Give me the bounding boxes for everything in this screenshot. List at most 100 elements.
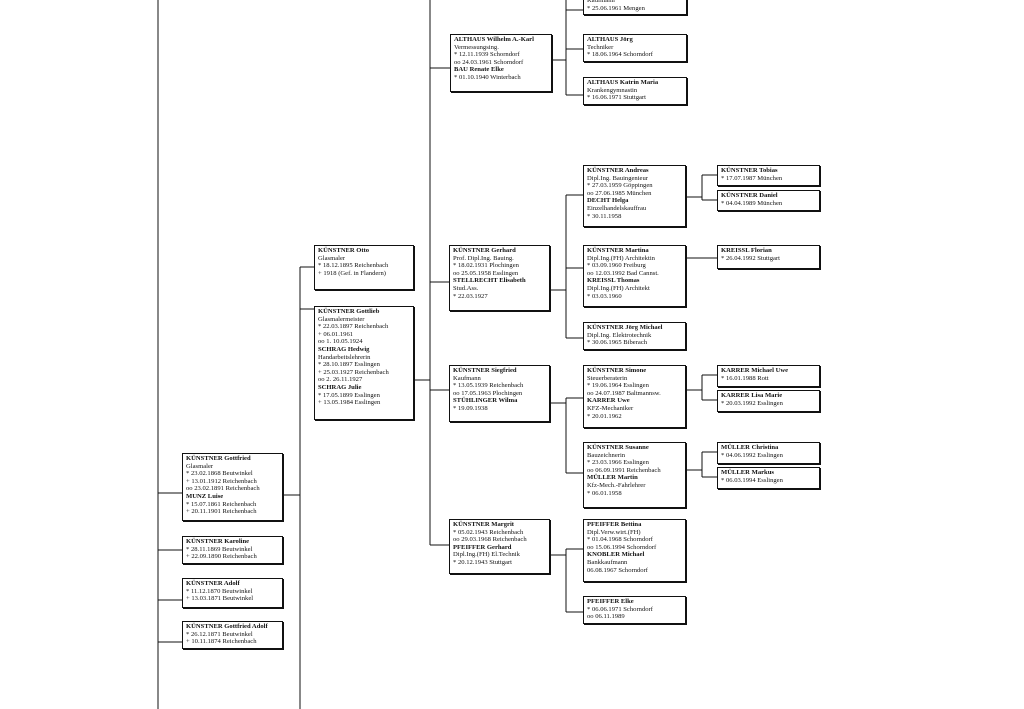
person-detail: Glasmaler	[318, 254, 346, 262]
person-detail: oo 06.09.1991 Reichenbach	[587, 466, 661, 474]
person-box: KÜNSTNER Gottfried Adolf* 26.12.1871 Beu…	[182, 621, 283, 649]
person-detail: + 13.03.1871 Beutwinkel	[186, 595, 254, 603]
person-name: KARRER Michael Uwe	[721, 367, 789, 374]
person-name: BAU Renate Elke	[454, 66, 504, 74]
person-detail: * 18.06.1964 Schorndorf	[587, 51, 653, 59]
person-detail: * 22.03.1927	[453, 292, 488, 300]
person-detail: Dipl.Ing. Elektrotechnik	[587, 331, 652, 339]
person-detail: * 05.02.1943 Reichenbach	[453, 528, 524, 536]
person-name: KREISSL Florian	[721, 247, 772, 254]
person-detail: oo 27.06.1985 München	[587, 189, 652, 197]
person-name: PFEIFFER Bettina	[587, 521, 642, 528]
person-detail: * 03.09.1960 Freiburg	[587, 262, 646, 270]
person-detail: * 19.09.1938	[453, 404, 488, 412]
person-detail: Glasmalermeister	[318, 315, 365, 323]
person-detail: Dipl.Ing.(FH) El.Technik	[453, 551, 520, 559]
person-detail: oo 06.11.1989	[587, 613, 625, 621]
person-name: KÜNSTNER Margrit	[453, 521, 514, 528]
person-detail: * 01.04.1968 Schorndorf	[587, 536, 653, 544]
person-detail: Handarbeitslehrerin	[318, 353, 371, 361]
person-detail: Stud.Ass.	[453, 284, 479, 292]
person-detail: KFZ-Mechaniker	[587, 404, 634, 412]
person-detail: oo 17.05.1963 Plochingen	[453, 389, 523, 397]
person-detail: + 25.03.1927 Reichenbach	[318, 368, 389, 376]
person-name: KÜNSTNER Gottlieb	[318, 308, 380, 315]
person-box: KÜNSTNER Karoline* 28.11.1869 Beutwinkel…	[182, 536, 283, 564]
person-detail: oo 15.06.1994 Schorndorf	[587, 543, 657, 551]
person-detail: * 22.03.1897 Reichenbach	[318, 323, 389, 331]
person-detail: * 16.06.1971 Stuttgart	[587, 94, 646, 102]
person-detail: * 04.06.1992 Esslingen	[721, 451, 783, 459]
person-detail: + 10.11.1874 Reichenbach	[186, 638, 257, 646]
person-detail: Vermessungsing.	[454, 43, 499, 51]
person-detail: * 01.10.1940 Winterbach	[454, 73, 521, 81]
person-detail: * 20.12.1943 Stuttgart	[453, 558, 512, 566]
person-detail: Techniker	[587, 43, 614, 51]
person-detail: Dipl.Verw.wirt.(FH)	[587, 528, 641, 536]
person-name: MÜLLER Martin	[587, 474, 638, 482]
person-detail: Dipl.Ing. Bauingenieur	[587, 174, 648, 182]
person-detail: * 18.12.1895 Reichenbach	[318, 262, 389, 270]
person-box: KÜNSTNER Margrit* 05.02.1943 Reichenbach…	[449, 519, 550, 574]
person-detail: Dipl.Ing.(FH) Architekt	[587, 284, 650, 292]
person-detail: * 19.06.1964 Esslingen	[587, 382, 649, 390]
person-detail: * 11.12.1870 Beutwinkel	[186, 587, 253, 595]
person-detail: * 06.03.1994 Esslingen	[721, 476, 783, 484]
person-name: KÜNSTNER Susanne	[587, 444, 649, 451]
person-detail: oo 1. 10.05.1924	[318, 338, 363, 346]
person-detail: Kaufmann	[587, 0, 615, 4]
person-detail: * 12.11.1939 Schorndorf	[454, 51, 520, 59]
person-detail: * 27.03.1959 Göppingen	[587, 182, 653, 190]
person-detail: * 13.05.1939 Reichenbach	[453, 382, 524, 390]
person-detail: * 03.03.1960	[587, 292, 622, 300]
person-name: MÜLLER Markus	[721, 469, 774, 476]
person-name: ALTHAUS Jörg	[587, 36, 633, 43]
person-detail: * 26.12.1871 Beutwinkel	[186, 630, 253, 638]
person-detail: * 20.03.1992 Esslingen	[721, 399, 783, 407]
person-detail: * 06.06.1971 Schorndorf	[587, 605, 653, 613]
person-detail: Steuerberaterin	[587, 374, 628, 382]
person-name: KNOBLER Michael	[587, 551, 645, 559]
person-name: KARRER Uwe	[587, 397, 630, 405]
person-detail: * 26.04.1992 Stuttgart	[721, 254, 780, 262]
person-name: KÜNSTNER Gerhard	[453, 247, 516, 254]
person-detail: + 13.05.1984 Esslingen	[318, 399, 381, 407]
person-detail: oo 23.02.1891 Reichenbach	[186, 485, 260, 493]
person-name: SCHRAG Julie	[318, 383, 362, 391]
person-name: PFEIFFER Elke	[587, 598, 634, 605]
person-detail: 06.08.1967 Schorndorf	[587, 566, 648, 574]
person-detail: * 23.03.1966 Esslingen	[587, 459, 649, 467]
person-name: DECHT Helga	[587, 197, 629, 205]
person-detail: oo 25.05.1958 Esslingen	[453, 269, 519, 277]
person-detail: oo 29.03.1968 Reichenbach	[453, 536, 527, 544]
person-detail: Dipl.Ing.(FH) Architektin	[587, 254, 655, 262]
person-detail: * 17.07.1987 München	[721, 174, 783, 182]
person-detail: oo 12.03.1992 Bad Cannst.	[587, 269, 659, 277]
person-detail: * 17.05.1899 Esslingen	[318, 391, 380, 399]
person-name: KÜNSTNER Gottfried Adolf	[186, 623, 268, 630]
person-detail: * 20.01.1962	[587, 412, 622, 420]
person-name: ALTHAUS Katrin Maria	[587, 79, 659, 86]
person-detail: Glasmaler	[186, 462, 214, 470]
person-detail: * 30.11.1958	[587, 212, 622, 220]
person-detail: * 25.06.1961 Mengen	[587, 4, 645, 12]
person-detail: * 30.06.1965 Biberach	[587, 339, 648, 347]
person-detail: Kfz-Mech.-Fahrlehrer	[587, 481, 646, 489]
person-detail: Bankkaufmann	[587, 558, 628, 566]
person-name: SCHRAG Hedwig	[318, 345, 370, 353]
person-box: KREISSL Florian* 26.04.1992 Stuttgart	[717, 245, 820, 269]
person-name: MUNZ Luise	[186, 492, 224, 500]
person-name: KÜNSTNER Simone	[587, 367, 647, 374]
person-name: KÜNSTNER Daniel	[721, 192, 778, 199]
